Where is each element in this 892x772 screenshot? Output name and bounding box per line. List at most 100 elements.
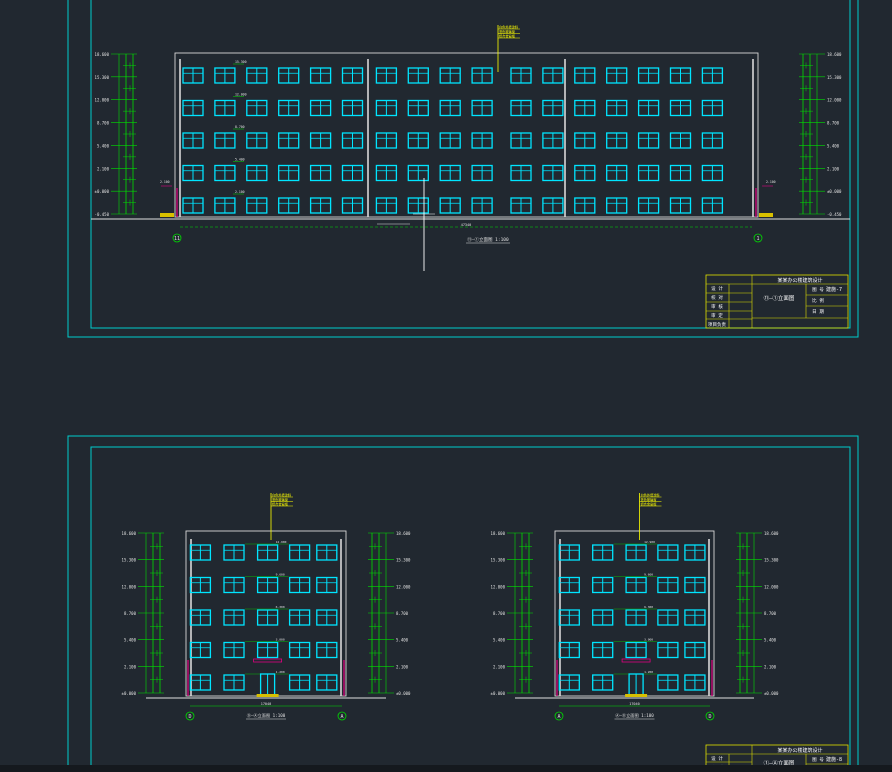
floor-mark-label: 15.300 [235, 60, 247, 64]
short-elevations-sheet: 某某办公楼建筑设计 ①—Ⓐ立面图 建施-8 图 号 比 例 设 计 校 对 [67, 435, 859, 772]
level-label: 18.600 [491, 531, 506, 536]
window-mark-label: 9.600 [276, 573, 285, 577]
level-label: 5.400 [396, 638, 409, 643]
level-label: 18.600 [827, 52, 842, 57]
level-label: 15.300 [491, 558, 506, 563]
level-label: 18.600 [764, 531, 779, 536]
annotation-text: 白色外墙涂料 [272, 492, 292, 497]
level-label: ±0.000 [396, 691, 411, 696]
level-label: -0.450 [827, 212, 842, 217]
window-mark-label: 6.300 [276, 605, 285, 609]
level-label: 15.300 [764, 558, 779, 563]
entrance-canopy [621, 658, 651, 663]
level-label: 8.700 [764, 611, 777, 616]
axis-bubble [705, 711, 715, 721]
title-block: 某某办公楼建筑设计 ⑪—①立面图 建施-7 图 号 比 例 日 期 设 计 校 … [705, 274, 849, 329]
axis-bubble [172, 233, 182, 243]
level-label: ±0.000 [764, 691, 779, 696]
axis-bubble-label: 1 [756, 236, 759, 242]
level-label: 18.600 [396, 531, 411, 536]
level-label: 12.000 [827, 98, 842, 103]
long-elevation-sheet: 某某办公楼建筑设计 ⑪—①立面图 建施-7 图 号 比 例 日 期 设 计 校 … [67, 0, 859, 338]
level-label: ±0.000 [122, 691, 137, 696]
title-block-meta-1: 图 号 [812, 757, 824, 763]
annotation-text: 蓝色玻璃窗 [272, 497, 288, 502]
level-label: 5.400 [493, 638, 506, 643]
elevation-title: Ⓐ—Ⓓ立面图 1:100 [615, 712, 654, 719]
level-label: 2.100 [764, 664, 777, 669]
window-mark-label: 1.200 [276, 670, 285, 674]
level-label: 2.100 [493, 664, 506, 669]
overall-dimension-label: 47340 [461, 223, 472, 227]
annotation-text: 白色外墙涂料 [499, 24, 519, 29]
elevation-title: Ⓓ—Ⓐ立面图 1:100 [247, 712, 286, 719]
entrance-step [160, 213, 174, 217]
ground-floor-mark: 2.100 [766, 180, 776, 184]
window-mark-label: 9.600 [644, 573, 653, 577]
entrance-step [256, 694, 279, 697]
window-mark-label: 12.900 [644, 540, 655, 544]
window-mark-label: 3.000 [276, 638, 285, 642]
level-label: 2.100 [827, 166, 840, 171]
floor-mark-label: 2.100 [235, 190, 245, 194]
title-block-meta-1: 图 号 [812, 287, 824, 293]
level-label: 8.700 [827, 121, 840, 126]
title-block-drawing-title: ⑪—①立面图 [764, 294, 795, 302]
viewport-bottom-edge [0, 765, 892, 772]
window-mark-label: 12.900 [276, 540, 287, 544]
floor-mark-label: 12.000 [235, 93, 247, 97]
elevation-long: 15.300 12.000 8.700 5.400 2.100 2.100 2.100 473… [91, 24, 850, 271]
title-block-row-1: 设 计 [711, 755, 723, 762]
axis-bubble-label: D [708, 714, 711, 720]
window-mark-label: 6.300 [644, 605, 653, 609]
level-label: 18.600 [122, 531, 137, 536]
axis-bubble [753, 233, 763, 243]
floor-mark-label: 5.400 [235, 158, 245, 162]
window-mark-label: 1.200 [644, 670, 653, 674]
title-block-row-3: 审 核 [711, 303, 723, 310]
level-label: 8.700 [97, 121, 110, 126]
overall-dimension-label: 17040 [261, 702, 272, 706]
title-block-meta-2: 比 例 [812, 297, 824, 304]
floor-mark-label: 8.700 [235, 125, 245, 129]
title-block-row-5: 项目负责 [708, 321, 726, 328]
annotation-text: 铝合金窗框 [272, 501, 289, 506]
level-label: 15.300 [827, 75, 842, 80]
level-label: 15.300 [122, 558, 137, 563]
level-label: 8.700 [493, 611, 506, 616]
level-label: -0.450 [95, 212, 110, 217]
axis-bubble [554, 711, 564, 721]
level-label: 5.400 [124, 638, 137, 643]
title-block-row-2: 校 对 [711, 294, 723, 301]
level-label: 18.600 [95, 52, 110, 57]
level-label: 15.300 [396, 558, 411, 563]
annotation-text: 铝合金窗框 [641, 501, 658, 506]
entrance-canopy [253, 658, 283, 663]
level-label: 12.000 [122, 584, 137, 589]
level-label: 2.100 [124, 664, 137, 669]
window-mark-label: 3.000 [644, 638, 653, 642]
level-label: 12.000 [396, 584, 411, 589]
level-label: 5.400 [827, 143, 840, 148]
axis-bubble-label: D [188, 714, 191, 720]
axis-bubble-label: A [340, 714, 343, 720]
axis-bubble [185, 711, 195, 721]
overall-dimension-label: 17040 [629, 702, 640, 706]
level-label: 12.000 [764, 584, 779, 589]
title-block-drawing-no: 建施-8 [826, 756, 842, 763]
title-block-row-4: 审 定 [711, 312, 723, 319]
level-label: 8.700 [396, 611, 409, 616]
title-block-row-1: 设 计 [711, 285, 723, 292]
level-label: 15.300 [95, 75, 110, 80]
level-label: ±0.000 [95, 189, 110, 194]
entrance-step [759, 213, 773, 217]
level-label: 2.100 [97, 166, 110, 171]
annotation-text: 铝合金窗框 [499, 33, 516, 38]
ground-floor-mark: 2.100 [160, 180, 170, 184]
level-label: 5.400 [97, 143, 110, 148]
annotation-text: 白色外墙涂料 [641, 492, 661, 497]
facade-outline [174, 52, 759, 218]
